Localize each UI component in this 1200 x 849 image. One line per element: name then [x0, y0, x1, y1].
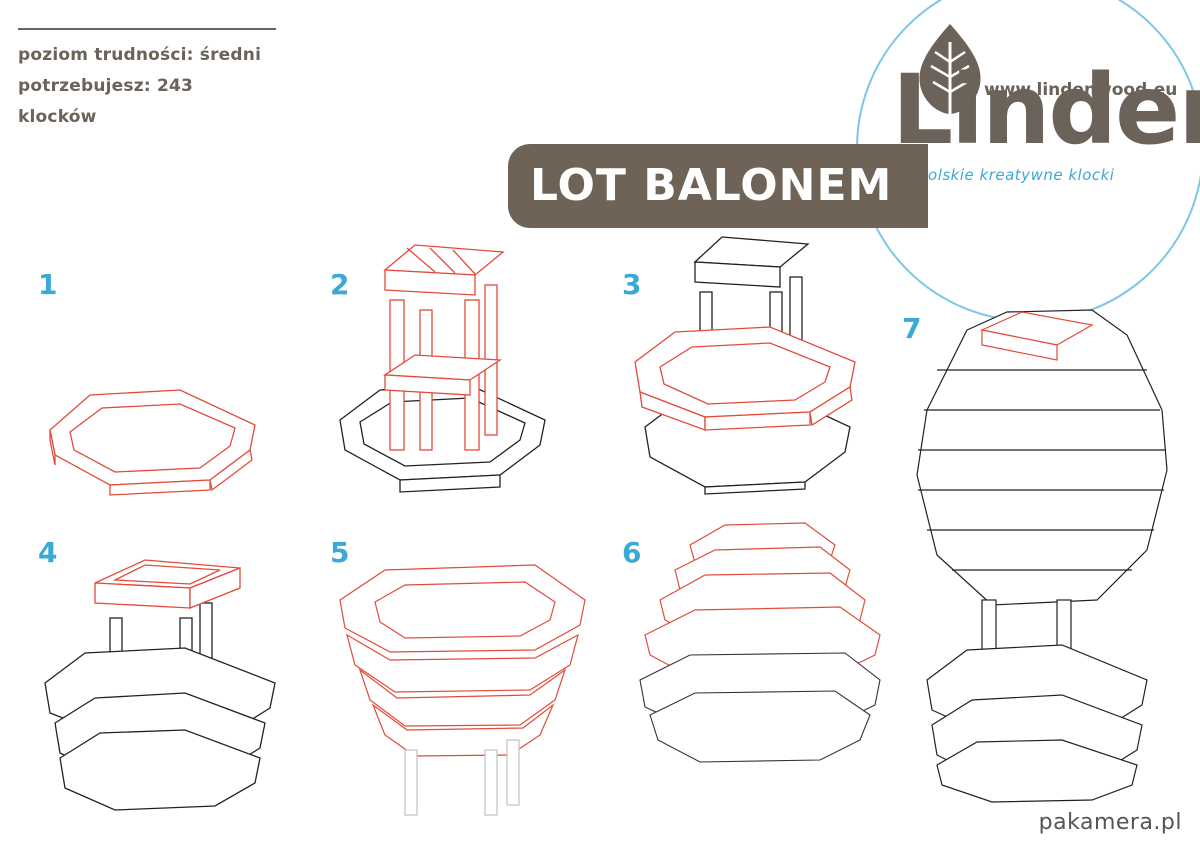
step-number-4: 4	[38, 536, 58, 569]
step-number-1: 1	[38, 268, 58, 301]
step-2-illustration	[339, 244, 546, 493]
step-4-illustration	[44, 559, 276, 811]
step-1-illustration	[49, 389, 256, 496]
blocks-needed-label: potrzebujesz: 243 klocków	[18, 76, 194, 127]
watermark: pakamera.pl	[1038, 810, 1182, 835]
step-number-6: 6	[622, 536, 642, 569]
step-6-illustration	[639, 522, 881, 763]
step-number-2: 2	[330, 268, 350, 301]
step-number-5: 5	[330, 536, 350, 569]
difficulty-label: poziom trudności: średni	[18, 45, 262, 65]
step-5-illustration	[339, 564, 586, 816]
info-divider	[18, 28, 276, 30]
step-3-illustration	[634, 236, 856, 495]
step-7-illustration	[916, 309, 1168, 803]
logo-website: www.lindenwood.eu	[984, 80, 1178, 100]
title-banner: LOT BALONEM	[508, 144, 928, 228]
step-number-7: 7	[902, 312, 922, 345]
step-number-3: 3	[622, 268, 642, 301]
logo-tagline: polskie kreatywne klocki	[918, 166, 1115, 184]
info-panel: poziom trudności: średni potrzebujesz: 2…	[18, 28, 276, 133]
leaf-icon	[919, 24, 981, 120]
logo-brand: Linden	[892, 54, 1200, 166]
page-title: LOT BALONEM	[530, 160, 893, 211]
